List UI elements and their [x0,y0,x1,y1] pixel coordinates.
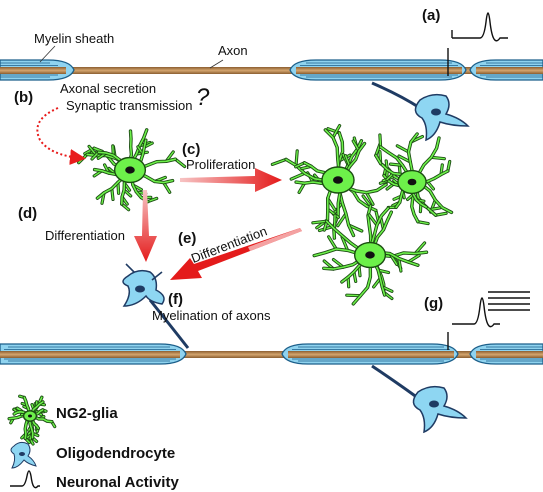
top-axon-group [0,45,543,81]
ng2-glia-cell [311,194,429,306]
bottom-axon [0,351,543,358]
step-f: (f) [168,291,183,308]
top-axon [0,67,543,74]
axon-pointer-line [209,59,224,69]
differentiation-arrow-d [134,190,157,262]
step-b: (b) [14,89,34,106]
step-a: (a) [422,7,441,24]
ng2-glia-cells [77,124,454,306]
legend-ng2-label: NG2-glia [56,405,118,422]
axon-label: Axon [218,43,248,58]
myelin-sheath-segment [0,59,75,81]
myelin-sheath-segment [469,59,543,81]
myelin-sheath-label: Myelin sheath [34,31,115,46]
ng2-glia-cell [374,132,454,226]
synaptic-transmission-label: Synaptic transmission [66,98,193,113]
legend-oligodendrocyte-icon [10,441,37,469]
ng2-glia-legend-cell [7,394,57,446]
myelination-label: Myelination of axons [152,308,271,323]
proliferation-label: Proliferation [186,157,256,172]
oligodendrocyte-differentiated [122,263,190,349]
legend-activity-label: Neuronal Activity [56,474,179,491]
action-potential-trace-g [447,291,530,350]
bottom-axon-group [0,343,543,365]
step-e: (e) [178,230,197,247]
legend-activity-icon [10,470,40,489]
question-mark: ? [196,84,210,111]
action-potential-trace-a [447,12,508,76]
axonal-secretion-label: Axonal secretion [60,81,157,96]
myelin-sheath-segment [281,343,459,365]
ng2-glia-cell [270,124,389,240]
step-g: (g) [424,295,444,312]
step-c: (c) [182,141,201,158]
myelin-sheath-segment [0,343,187,365]
proliferation-arrow [180,168,282,192]
legend-oligodendrocyte-label: Oligodendrocyte [56,445,176,462]
secretion-dotted-arrow [36,107,86,165]
step-d: (d) [18,205,38,222]
legend-ng2-icon [7,394,57,446]
myelin-pointer-line [39,45,56,63]
oligodendrocyte-bottom [371,364,468,434]
myelin-sheath-segment [289,59,467,81]
ng2-glia-cell [77,128,187,212]
differentiation-label-d: Differentiation [45,228,125,243]
myelin-sheath-segment [469,343,543,365]
differentiation-arrow-e [170,228,302,280]
oligodendrocyte-top [371,81,470,142]
